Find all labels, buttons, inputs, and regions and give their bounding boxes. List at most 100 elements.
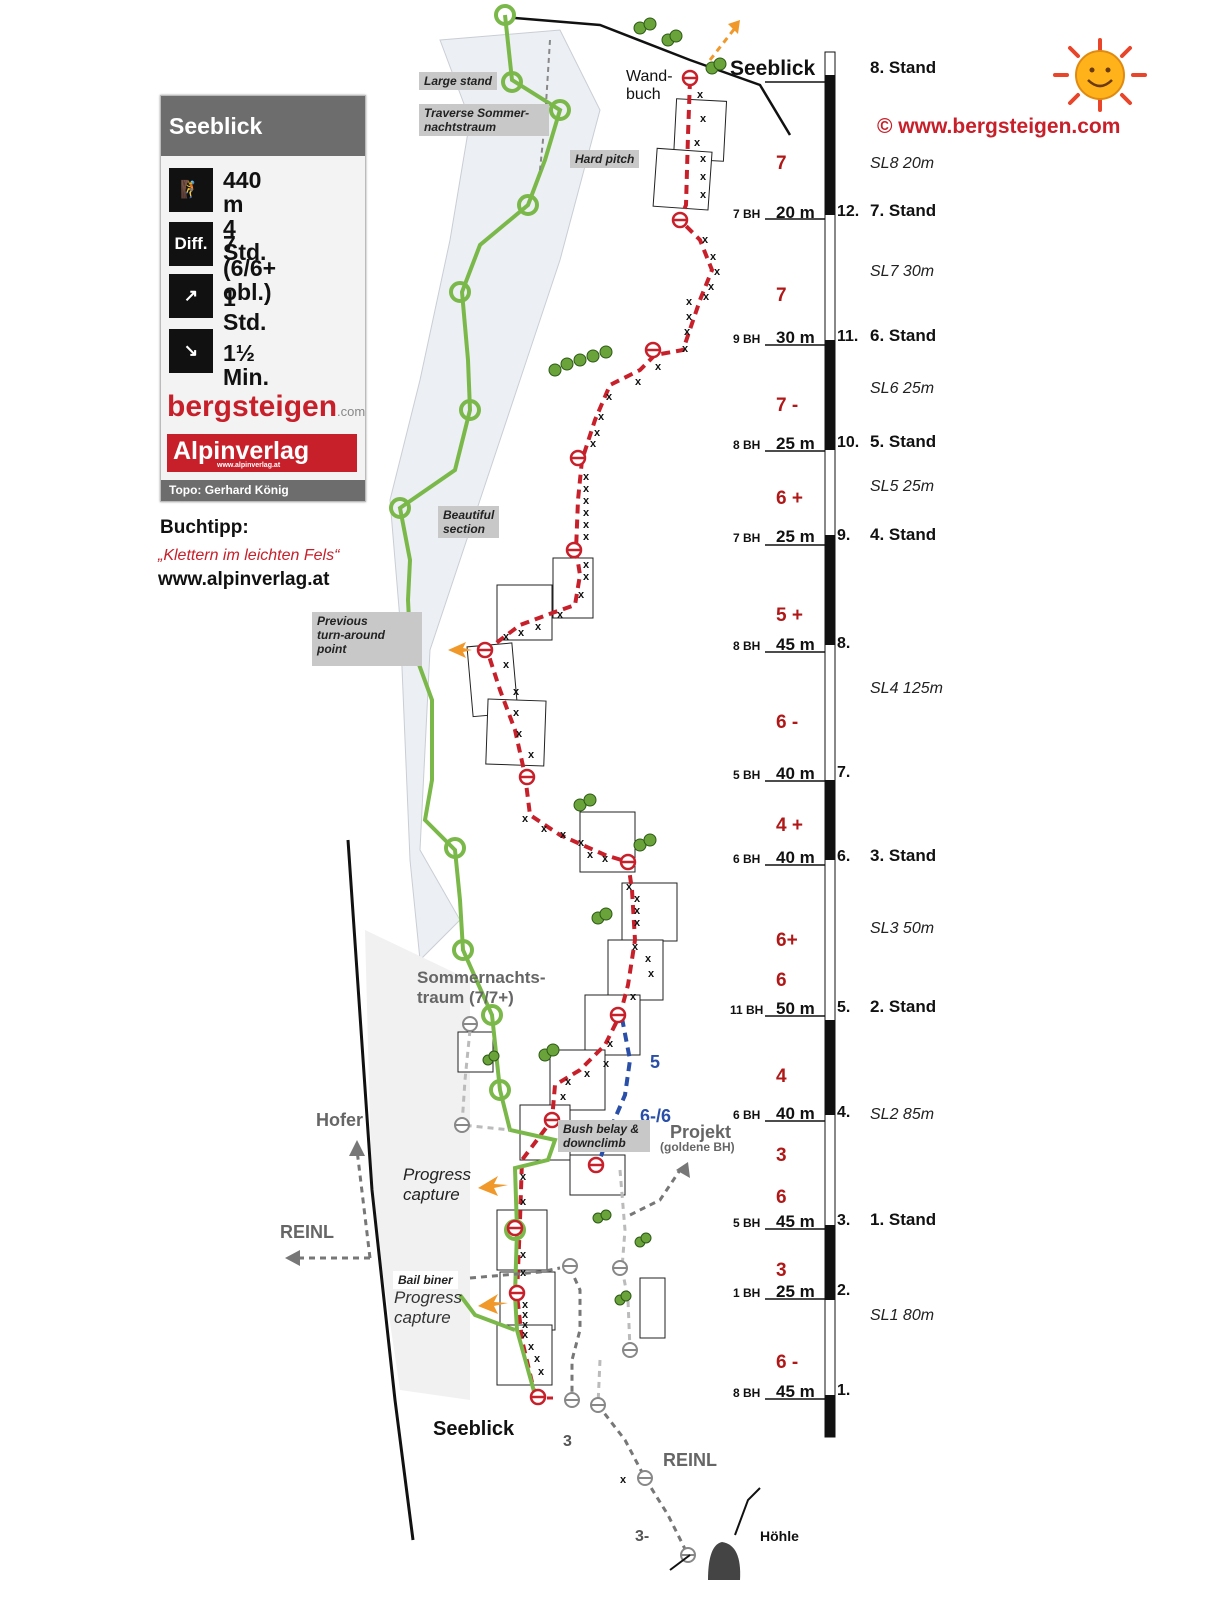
svg-text:x: x bbox=[528, 1341, 535, 1353]
stand-4: 4. Stand bbox=[870, 525, 936, 545]
pitch-number: 10. bbox=[837, 434, 859, 452]
bush-belay-note: Bush belay & downclimb bbox=[558, 1120, 650, 1152]
ruler-row: 6 BH 40 m 6. bbox=[733, 848, 858, 870]
ruler-row: 1 BH 25 m 2. bbox=[733, 1282, 858, 1304]
svg-text:x: x bbox=[700, 189, 707, 201]
svg-text:x: x bbox=[700, 153, 707, 165]
bergsteigen-logo: bergsteigen.com bbox=[167, 390, 365, 424]
svg-text:x: x bbox=[602, 853, 609, 865]
pitch-length-5: SL5 25m bbox=[870, 478, 934, 496]
ruler-row: 11 BH 50 m 5. bbox=[730, 999, 858, 1021]
hard-pitch-note: Hard pitch bbox=[570, 150, 639, 168]
grade-label: 6 bbox=[776, 1187, 787, 1209]
reinl-left-label: REINL bbox=[280, 1222, 334, 1243]
svg-text:x: x bbox=[655, 361, 662, 373]
pitch-length: 45 m bbox=[776, 1382, 815, 1402]
svg-text:x: x bbox=[634, 917, 641, 929]
svg-text:x: x bbox=[620, 1474, 627, 1486]
svg-text:x: x bbox=[578, 837, 585, 849]
ruler-row: 7 BH 25 m 9. bbox=[733, 527, 858, 549]
grade-label: 6 - bbox=[776, 1352, 798, 1374]
pitch-length-1: SL1 80m bbox=[870, 1307, 934, 1325]
bolt-count: 6 BH bbox=[733, 852, 760, 866]
grade-label: 6 + bbox=[776, 488, 803, 510]
pitch-length: 20 m bbox=[776, 203, 815, 223]
svg-text:x: x bbox=[583, 495, 590, 507]
svg-text:x: x bbox=[565, 1076, 572, 1088]
svg-text:x: x bbox=[630, 991, 637, 1003]
progress-capture-note: Progress capture bbox=[403, 1165, 471, 1205]
svg-text:x: x bbox=[645, 953, 652, 965]
svg-text:x: x bbox=[606, 391, 613, 403]
svg-text:x: x bbox=[583, 519, 590, 531]
difficulty-icon: Diff. bbox=[169, 222, 213, 266]
cave-icon bbox=[670, 1488, 760, 1580]
svg-text:x: x bbox=[632, 941, 639, 953]
hiker-up-icon: ↗ bbox=[169, 274, 213, 318]
pitch-number: 8. bbox=[837, 635, 850, 653]
book-url[interactable]: www.alpinverlag.at bbox=[158, 569, 329, 591]
svg-text:x: x bbox=[503, 659, 510, 671]
climber-icon: 🧗 bbox=[169, 168, 213, 212]
svg-text:x: x bbox=[583, 483, 590, 495]
grade-label: 7 bbox=[776, 285, 787, 307]
bolt-count: 9 BH bbox=[733, 332, 760, 346]
svg-text:x: x bbox=[648, 968, 655, 980]
svg-text:x: x bbox=[578, 589, 585, 601]
svg-text:x: x bbox=[560, 829, 567, 841]
pitch-length: 40 m bbox=[776, 848, 815, 868]
pitch-length: 30 m bbox=[776, 328, 815, 348]
pitch-number: 11. bbox=[837, 328, 858, 346]
pitch-length: 25 m bbox=[776, 527, 815, 547]
svg-text:x: x bbox=[702, 234, 709, 246]
bolt-count: 7 BH bbox=[733, 207, 760, 221]
pitch-length: 25 m bbox=[776, 434, 815, 454]
grade-label: 7 bbox=[776, 153, 787, 175]
grade-label: 7 - bbox=[776, 395, 798, 417]
svg-text:x: x bbox=[583, 571, 590, 583]
copyright-link[interactable]: © www.bergsteigen.com bbox=[877, 115, 1120, 139]
bolt-count: 7 BH bbox=[733, 531, 760, 545]
grade-label: 3 bbox=[776, 1145, 787, 1167]
svg-text:x: x bbox=[607, 1038, 614, 1050]
hofer-label: Hofer bbox=[316, 1110, 363, 1131]
large-stand-note: Large stand bbox=[419, 72, 497, 90]
ruler-row: 6 BH 40 m 4. bbox=[733, 1104, 858, 1126]
svg-text:x: x bbox=[534, 1353, 541, 1365]
grade-label: 6+ bbox=[776, 930, 798, 952]
svg-text:x: x bbox=[503, 631, 510, 643]
grade-label: 6 bbox=[776, 970, 787, 992]
ruler-row: 8 BH 45 m 1. bbox=[733, 1382, 858, 1404]
bolt-count: 11 BH bbox=[730, 1003, 763, 1017]
pitch-length: 25 m bbox=[776, 1282, 815, 1302]
hoehle-label: Höhle bbox=[760, 1528, 799, 1544]
bolt-count: 6 BH bbox=[733, 1108, 760, 1122]
pitch-length-7: SL7 30m bbox=[870, 263, 934, 281]
pitch-length-3: SL3 50m bbox=[870, 920, 934, 938]
pitch-length: 45 m bbox=[776, 1212, 815, 1232]
svg-text:x: x bbox=[710, 251, 717, 263]
svg-text:x: x bbox=[587, 849, 594, 861]
svg-text:x: x bbox=[516, 728, 523, 740]
approach-value: 1 Std. bbox=[223, 286, 266, 334]
pitch-length-8: SL8 20m bbox=[870, 155, 934, 173]
pitch-number: 9. bbox=[837, 527, 850, 545]
pitch-number: 1. bbox=[837, 1382, 850, 1400]
bottom-route-label: Seeblick bbox=[433, 1418, 514, 1441]
svg-text:x: x bbox=[682, 343, 689, 355]
pitch-length: 45 m bbox=[776, 635, 815, 655]
stand-5: 5. Stand bbox=[870, 432, 936, 452]
topo-credit: Topo: Gerhard König bbox=[161, 480, 365, 501]
grade-label: 4 + bbox=[776, 815, 803, 837]
svg-text:x: x bbox=[535, 621, 542, 633]
bolt-count: 5 BH bbox=[733, 1216, 760, 1230]
bolt-count: 8 BH bbox=[733, 1386, 760, 1400]
svg-text:x: x bbox=[714, 266, 721, 278]
sun-logo-icon bbox=[1055, 40, 1145, 110]
pitch-number: 4. bbox=[837, 1104, 850, 1122]
summit-label: Seeblick bbox=[730, 57, 815, 81]
svg-text:x: x bbox=[557, 609, 564, 621]
svg-text:x: x bbox=[583, 471, 590, 483]
pitch-number: 12. bbox=[837, 203, 859, 221]
pitch-number: 5. bbox=[837, 999, 850, 1017]
